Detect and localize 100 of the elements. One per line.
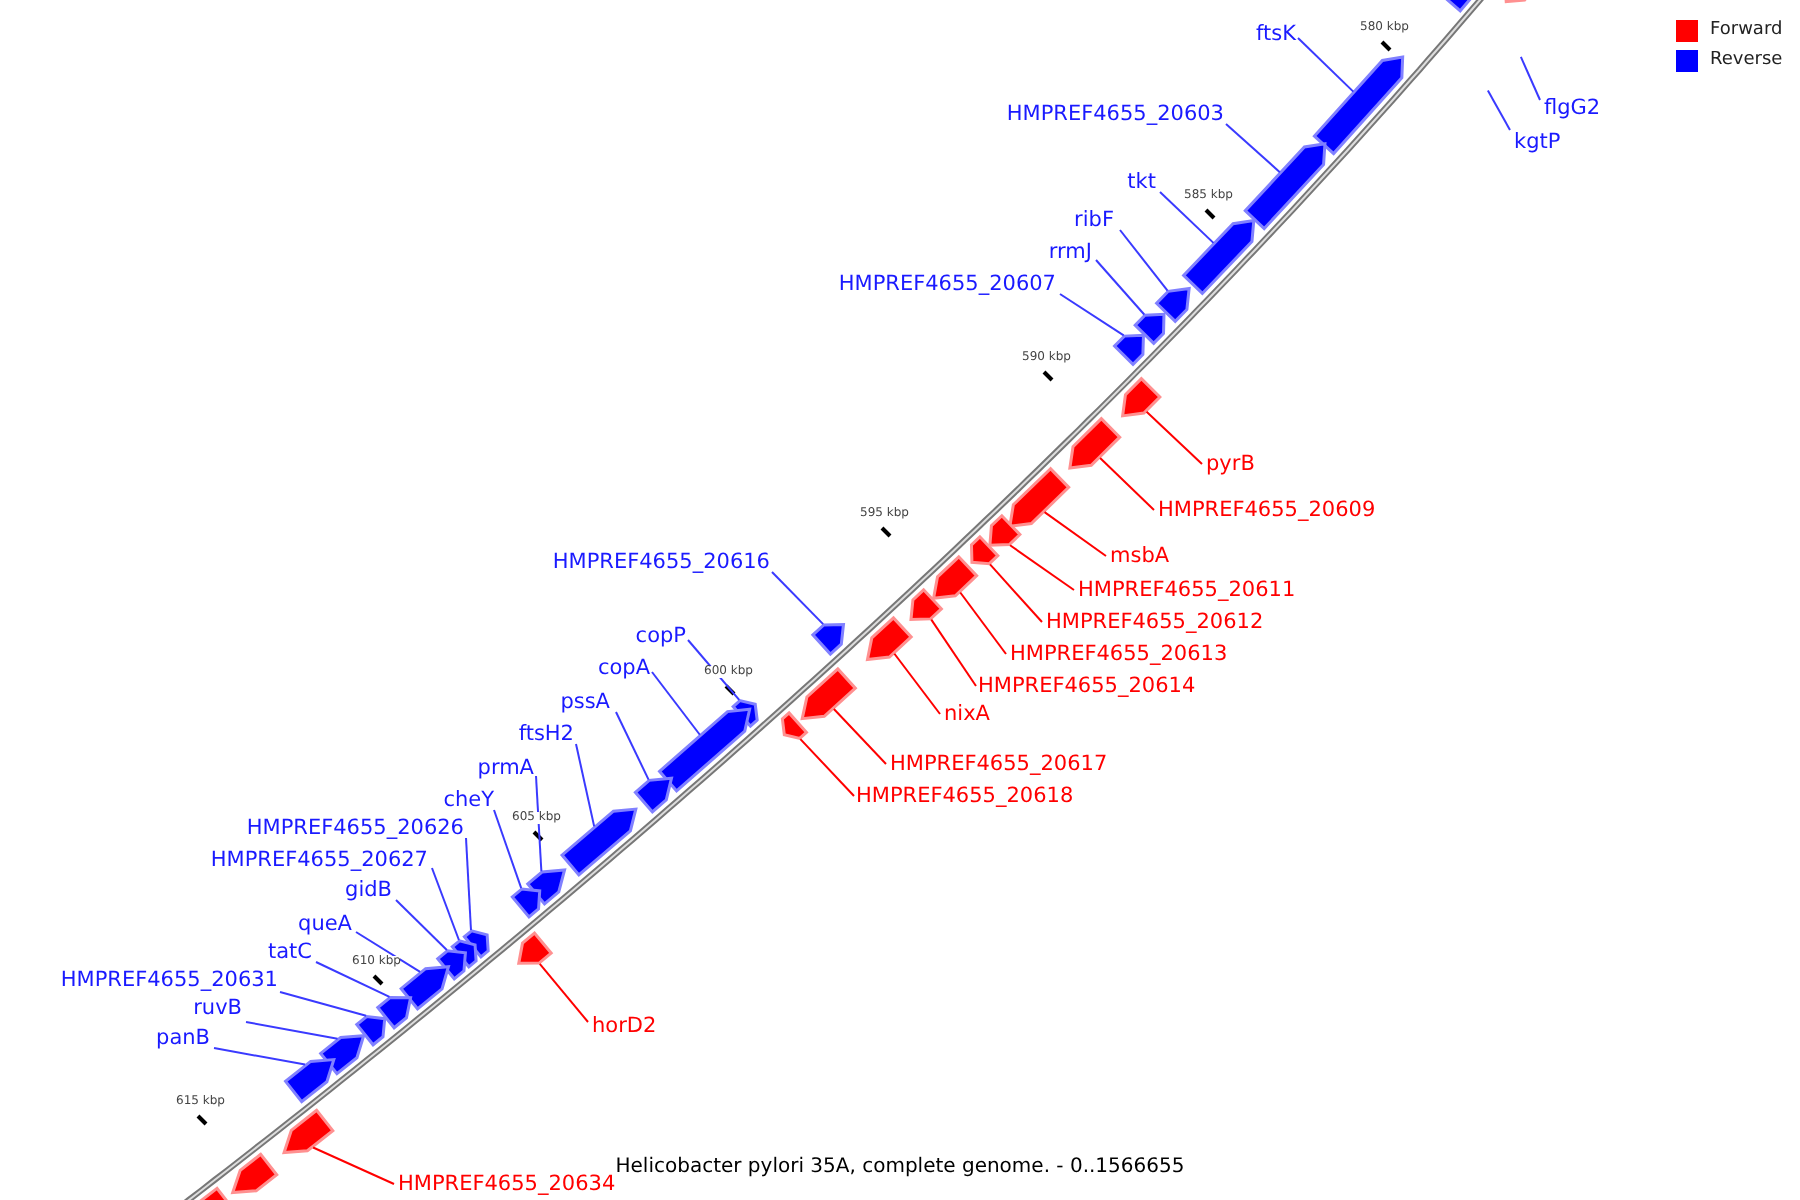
- leader-line: [1099, 456, 1155, 511]
- forward-strand-gene: [1068, 416, 1122, 470]
- gene-label: HMPREF4655_20603: [1006, 100, 1224, 128]
- gene-label: HMPREF4655_20614: [978, 672, 1196, 700]
- gene-label: cheY: [443, 786, 494, 814]
- gene-label: HMPREF4655_20627: [210, 846, 428, 874]
- forward-strand-gene: [969, 534, 1000, 566]
- gene-label: ruvB: [193, 994, 242, 1022]
- gene-label: HMPREF4655_20612: [1046, 608, 1264, 636]
- leader-line: [1119, 229, 1169, 292]
- leader-line: [989, 563, 1043, 623]
- leader-line: [538, 962, 589, 1023]
- gene-label: kgtP: [1514, 128, 1561, 156]
- gene-label: pssA: [560, 688, 610, 716]
- forward-strand-gene: [865, 615, 914, 662]
- reverse-strand-gene: [633, 776, 674, 815]
- leader-line: [213, 1047, 307, 1066]
- leader-line: [1043, 511, 1107, 557]
- gene-label: HMPREF4655_20616: [552, 548, 770, 576]
- leader-line: [1297, 37, 1355, 93]
- reverse-strand-gene: [510, 887, 542, 919]
- forward-strand-gene: [988, 513, 1022, 547]
- reverse-strand-gene: [318, 1033, 366, 1076]
- gene-label: HMPREF4655_20613: [1010, 640, 1228, 668]
- reverse-strand-gene: [525, 868, 567, 906]
- reverse-strand-gene: [283, 1057, 336, 1104]
- leader-line: [893, 652, 941, 715]
- leader-line: [1009, 544, 1075, 591]
- leader-line: [1159, 191, 1215, 244]
- reverse-strand-gene: [1112, 333, 1145, 367]
- leader-line: [1145, 410, 1203, 465]
- leader-line: [1059, 293, 1125, 337]
- leader-line: [1225, 123, 1281, 174]
- gene-label: nixA: [944, 700, 990, 728]
- leader-line: [1519, 55, 1541, 101]
- reverse-strand-gene: [354, 1014, 387, 1047]
- leader-line: [312, 1146, 395, 1185]
- reverse-strand-gene: [657, 707, 752, 794]
- gene-label: ftsH2: [518, 720, 574, 748]
- leader-line: [575, 743, 596, 828]
- leader-line: [431, 867, 460, 941]
- gene-label: HMPREF4655_20618: [856, 782, 1074, 810]
- forward-strand-gene: [230, 1152, 279, 1195]
- leader-line: [245, 1021, 339, 1040]
- forward-strand-gene: [1120, 376, 1162, 418]
- reverse-strand-gene: [1243, 142, 1327, 231]
- gene-label: tkt: [1127, 168, 1156, 196]
- gene-label: pyrB: [1206, 450, 1255, 478]
- gene-label: HMPREF4655_20607: [838, 270, 1056, 298]
- forward-strand-gene: [909, 587, 944, 621]
- forward-strand-gene: [516, 931, 554, 965]
- reverse-strand-gene: [399, 965, 451, 1011]
- reverse-strand-gene: [1133, 312, 1166, 346]
- forward-strand-gene: [780, 710, 809, 740]
- reverse-strand-gene: [559, 807, 638, 877]
- reverse-strand-gene: [1181, 218, 1256, 296]
- leader-line: [279, 991, 368, 1017]
- leader-line: [930, 618, 977, 687]
- gene-label: HMPREF4655_20631: [60, 966, 278, 994]
- gene-label: HMPREF4655_20611: [1078, 576, 1296, 604]
- forward-strand-gene: [281, 1108, 335, 1155]
- reverse-strand-gene: [375, 996, 413, 1030]
- leader-line: [535, 775, 543, 873]
- legend-label: Forward: [1710, 18, 1783, 42]
- forward-strand-gene: [800, 666, 858, 721]
- leader-line: [651, 671, 701, 736]
- gene-label: tatC: [268, 938, 312, 966]
- leader-line: [771, 571, 825, 626]
- gene-label: msbA: [1110, 542, 1170, 570]
- gene-label: HMPREF4655_20609: [1158, 496, 1376, 524]
- gene-label: ftsK: [1256, 20, 1296, 48]
- gene-label: gidB: [345, 876, 392, 904]
- leader-line: [832, 707, 887, 765]
- legend-label: Reverse: [1710, 48, 1783, 72]
- gene-label: copA: [597, 654, 650, 682]
- reverse-strand-gene: [1154, 286, 1191, 324]
- gene-label: copP: [635, 622, 686, 650]
- forward-strand-gene: [931, 554, 979, 601]
- gene-label: ribF: [1074, 206, 1114, 234]
- gene-label: flgG2: [1544, 94, 1601, 122]
- leader-line: [1095, 259, 1146, 316]
- reverse-strand-gene: [435, 949, 467, 981]
- gene-label: rrmJ: [1048, 238, 1092, 266]
- leader-line: [615, 711, 650, 781]
- gene-label: HMPREF4655_20634: [398, 1170, 616, 1198]
- leader-line: [959, 591, 1007, 655]
- leader-line: [799, 738, 855, 797]
- leader-line: [395, 899, 448, 951]
- gene-label: HMPREF4655_20617: [890, 750, 1108, 778]
- caption: Helicobacter pylori 35A, complete genome. - 0..1566655: [615, 1154, 1187, 1182]
- reverse-strand-gene: [810, 623, 846, 657]
- gene-label: queA: [298, 910, 352, 938]
- leader-line: [355, 931, 422, 973]
- leader-line: [465, 837, 472, 932]
- leader-line: [1486, 89, 1511, 131]
- forward-strand-gene: [1008, 466, 1071, 528]
- leader-line: [315, 961, 391, 998]
- gene-label: prmA: [477, 754, 534, 782]
- gene-label: horD2: [592, 1012, 657, 1040]
- reverse-strand-gene: [1312, 55, 1405, 156]
